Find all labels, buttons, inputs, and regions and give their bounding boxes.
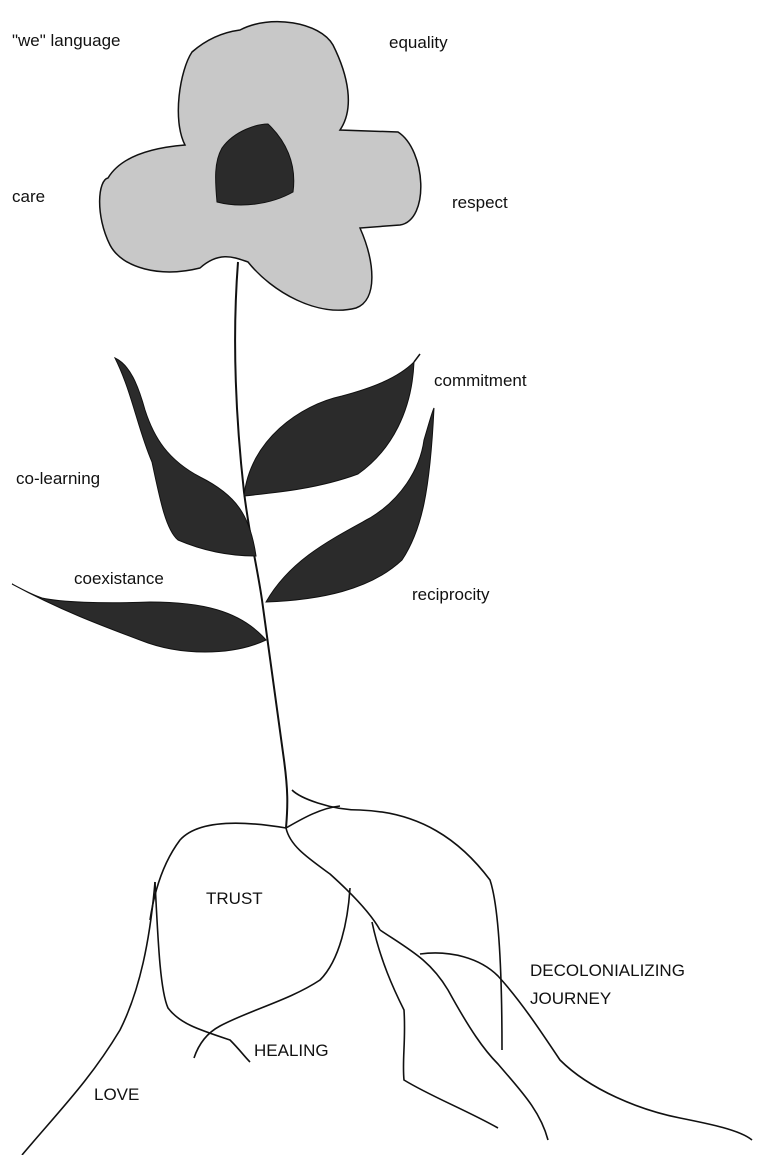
- label-reciprocity: reciprocity: [412, 585, 490, 604]
- label-healing: HEALING: [254, 1041, 329, 1060]
- label-we-language: "we" language: [12, 31, 120, 50]
- label-decolonializing: DECOLONIALIZING: [530, 961, 685, 980]
- leaf-commitment: [244, 362, 414, 496]
- label-equality: equality: [389, 33, 448, 52]
- leaf-co-learning: [115, 358, 256, 556]
- label-care: care: [12, 187, 45, 206]
- label-coexistance: coexistance: [74, 569, 164, 588]
- label-journey: JOURNEY: [530, 989, 611, 1008]
- label-respect: respect: [452, 193, 508, 212]
- label-co-learning: co-learning: [16, 469, 100, 488]
- label-love: LOVE: [94, 1085, 139, 1104]
- leaf-coexistance: [12, 584, 266, 652]
- leaf-commitment-tip: [414, 354, 420, 362]
- label-commitment: commitment: [434, 371, 527, 390]
- label-trust: TRUST: [206, 889, 263, 908]
